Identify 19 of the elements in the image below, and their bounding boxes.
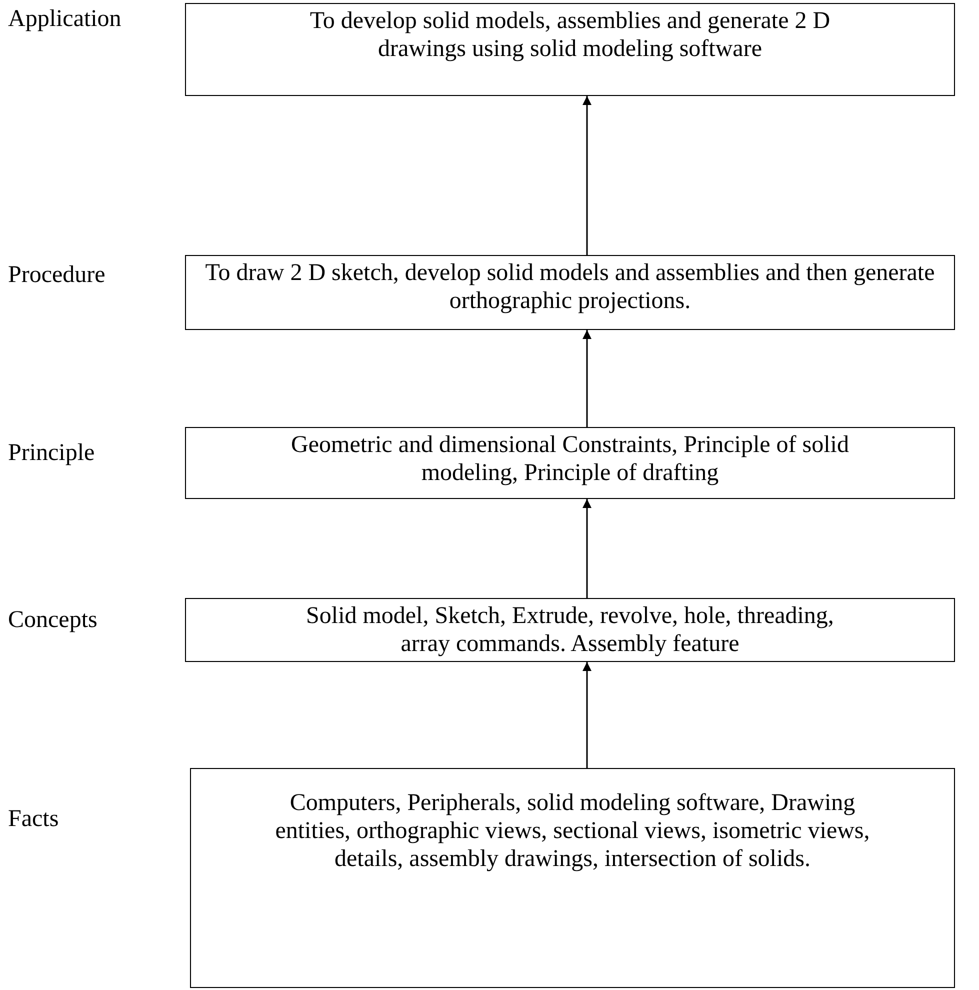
level-label: Procedure <box>8 262 106 289</box>
level-label: Application <box>8 6 122 33</box>
level-label: Facts <box>8 806 59 833</box>
level-box <box>190 768 955 988</box>
box-text: Computers, Peripherals, solid modeling software, Drawing entities, orthographic views, sectional views, isometric views, details, assembly drawings, intersection of solids. <box>274 789 871 873</box>
arrow <box>582 330 592 427</box>
arrow <box>582 96 592 255</box>
level-label: Concepts <box>8 607 98 634</box>
level-box <box>185 255 955 330</box>
level-label: Principle <box>8 440 95 467</box>
box-text: To draw 2 D sketch, develop solid models and assemblies and then generate orthographic projections. <box>204 259 936 315</box>
level-box <box>185 598 955 662</box>
box-text: Solid model, Sketch, Extrude, revolve, hole, threading, array commands. Assembly feature <box>305 602 835 658</box>
level-box <box>185 427 955 499</box>
box-text: To develop solid models, assemblies and generate 2 D drawings using solid modeling software <box>308 7 832 63</box>
arrow <box>582 662 592 768</box>
arrow <box>582 499 592 598</box>
box-text: Geometric and dimensional Constraints, Principle of solid modeling, Principle of drafting <box>290 431 850 487</box>
level-box <box>185 3 955 96</box>
